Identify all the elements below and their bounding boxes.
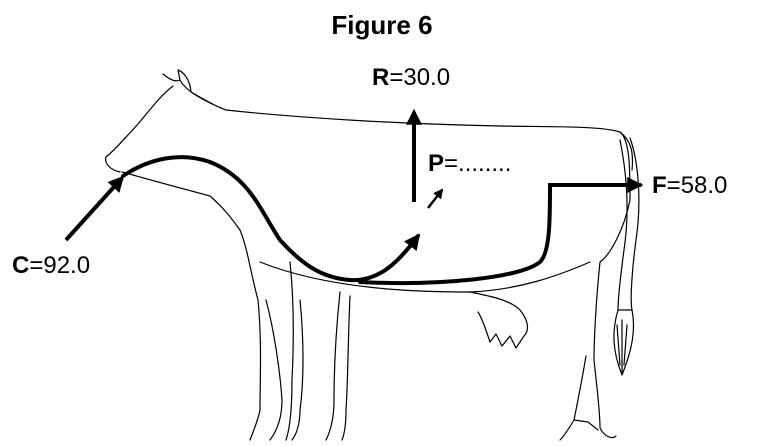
label-f-value: 58.0 xyxy=(681,172,728,199)
label-p: P=........ xyxy=(428,152,511,176)
label-r-letter: R xyxy=(372,64,389,91)
label-r: R=30.0 xyxy=(372,66,450,90)
cow-outline xyxy=(106,70,639,440)
label-p-value: ........ xyxy=(458,150,511,177)
label-f-eq: = xyxy=(667,172,681,199)
digestive-flow-line xyxy=(123,157,418,280)
label-c-value: 92.0 xyxy=(43,252,90,279)
label-r-eq: = xyxy=(389,64,403,91)
label-f-letter: F xyxy=(652,172,667,199)
label-p-eq: = xyxy=(444,150,458,177)
label-r-value: 30.0 xyxy=(403,64,450,91)
label-f: F=58.0 xyxy=(652,174,727,198)
digestive-flow-lower xyxy=(360,185,640,283)
label-p-letter: P xyxy=(428,150,444,177)
c-arrow xyxy=(66,178,122,240)
p-arrow xyxy=(428,190,442,208)
label-c: C=92.0 xyxy=(12,254,90,278)
label-c-eq: = xyxy=(29,252,43,279)
label-c-letter: C xyxy=(12,252,29,279)
